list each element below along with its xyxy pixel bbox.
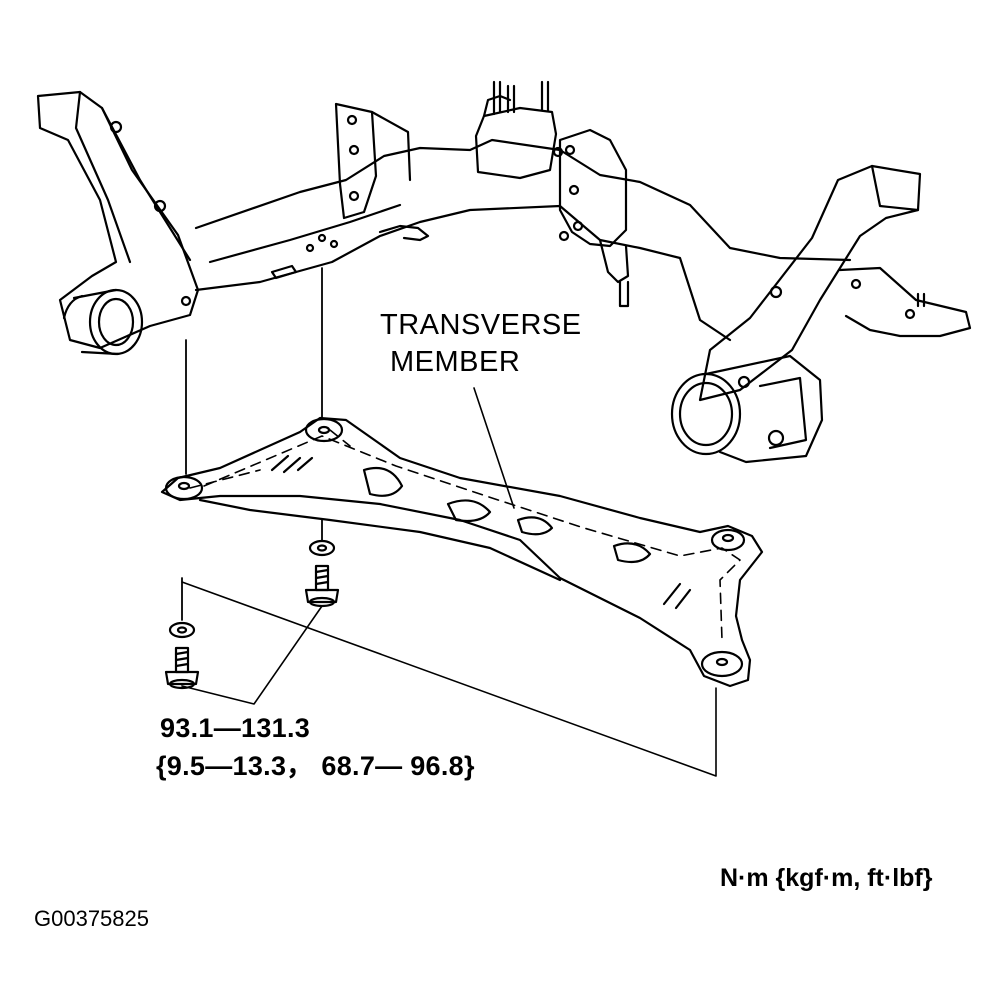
torque-value-line1: 93.1—131.3 xyxy=(160,713,311,743)
member-dashed-centerline xyxy=(203,435,741,641)
right-flange xyxy=(838,266,972,338)
right-arm-hole xyxy=(769,285,783,299)
right-arm-hole xyxy=(737,375,751,389)
member-dashed-line-2 xyxy=(189,429,351,489)
mount-boss-right-upper xyxy=(710,528,746,552)
figure-id: G00375825 xyxy=(34,906,149,931)
fastener-lines xyxy=(181,519,323,621)
bolt-center xyxy=(304,564,340,608)
washer-left xyxy=(168,621,196,639)
left-arm-edge-2 xyxy=(100,106,192,262)
torque-right-bracket xyxy=(181,581,717,777)
brake-line-clip xyxy=(378,224,430,242)
member-cutout xyxy=(516,516,554,536)
mount-boss-center xyxy=(304,417,344,443)
cross-beam-crease xyxy=(208,203,402,264)
left-arm-hole xyxy=(153,199,167,213)
right-bushing xyxy=(670,354,824,464)
part-label-line1: TRANSVERSE xyxy=(380,309,582,341)
beam-hole xyxy=(329,239,339,249)
bracket-hole xyxy=(348,190,360,202)
center-bracket-edge xyxy=(370,110,412,182)
transverse-member-outline xyxy=(160,416,764,688)
flange-hole xyxy=(904,308,916,320)
beam-slot xyxy=(270,264,298,280)
beam-hole xyxy=(305,243,315,253)
member-inner-edge xyxy=(198,498,562,582)
right-trailing-arm xyxy=(698,164,922,402)
torque-bracket-line xyxy=(181,605,323,705)
flange-stud xyxy=(916,292,926,308)
cross-beam-lower xyxy=(194,204,732,342)
left-bushing xyxy=(62,288,144,356)
washer-center xyxy=(308,539,336,557)
right-arm-box xyxy=(870,164,920,212)
member-cutout xyxy=(612,542,652,564)
part-leader-line xyxy=(473,387,515,509)
hub-block xyxy=(558,128,630,308)
torque-units-legend: N·m {kgf·m, ft·lbf} xyxy=(720,864,933,892)
member-ribs xyxy=(270,454,314,474)
beam-hole xyxy=(317,233,327,243)
bracket-hole xyxy=(348,144,360,156)
member-cutout xyxy=(362,466,404,497)
left-arm-hole xyxy=(180,295,192,307)
flange-hole xyxy=(850,278,862,290)
member-cutout xyxy=(446,499,492,523)
member-ribs xyxy=(662,582,692,610)
upper-mount xyxy=(474,80,564,180)
transverse-member xyxy=(160,416,764,688)
alignment-lines xyxy=(185,267,323,475)
upper-suspension-assembly xyxy=(36,80,972,464)
torque-value-line2: {9.5—13.3， 68.7— 96.8} xyxy=(156,751,475,781)
part-label-line2: MEMBER xyxy=(390,346,521,378)
bolt-left xyxy=(164,646,200,690)
left-arm-edge xyxy=(74,90,132,264)
mount-boss-left xyxy=(164,475,204,501)
cross-beam xyxy=(194,138,852,262)
mount-boss-right-lower xyxy=(700,650,744,678)
left-arm-hole xyxy=(109,120,123,134)
bracket-hole xyxy=(346,114,358,126)
